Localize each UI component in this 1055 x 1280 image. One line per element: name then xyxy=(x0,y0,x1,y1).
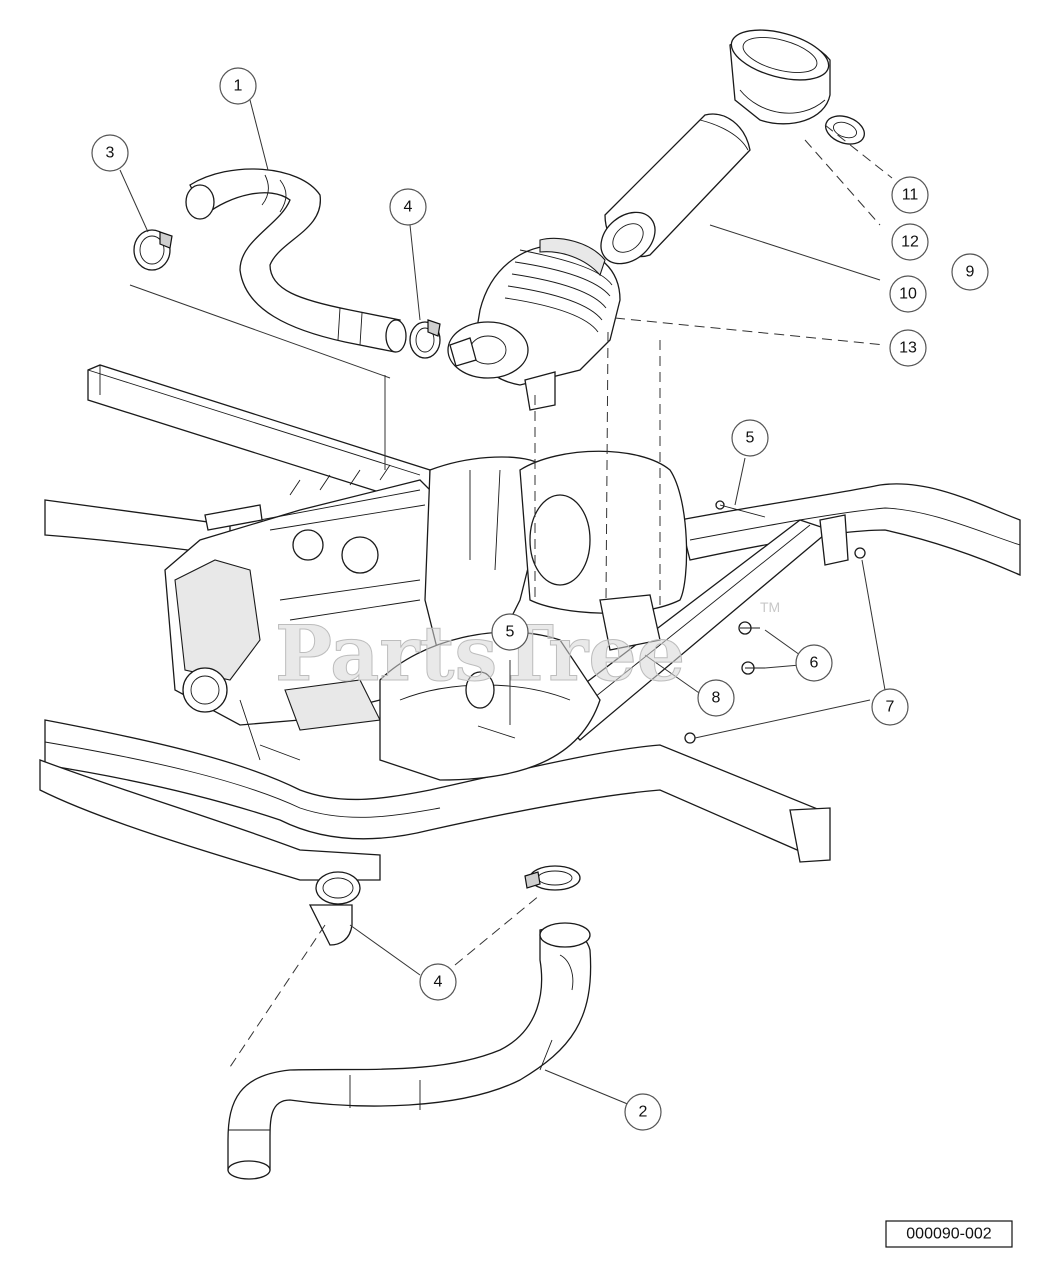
callout-6: 6 xyxy=(795,644,833,682)
diagram-reference-code: 000090-002 xyxy=(885,1220,1013,1248)
leader-lines xyxy=(119,99,893,1106)
callout-label: 4 xyxy=(434,974,443,991)
watermark-text: PartsTree xyxy=(275,609,685,698)
callout-11: 11 xyxy=(891,176,929,214)
upper-intake-hose xyxy=(185,168,407,353)
callout-7: 7 xyxy=(871,688,909,726)
reference-code-text: 000090-002 xyxy=(906,1226,992,1243)
callout-label: 1 xyxy=(234,78,243,95)
callout-label: 9 xyxy=(966,264,975,281)
callout-5-center: 5 xyxy=(491,613,529,651)
watermark-trademark: TM xyxy=(760,599,780,615)
watermark: PartsTree TM xyxy=(275,599,781,699)
callout-label: 4 xyxy=(404,199,413,216)
callout-label: 10 xyxy=(899,286,917,303)
hose-clamp-4-lower-left xyxy=(315,871,361,905)
callout-13: 13 xyxy=(889,329,927,367)
callout-3: 3 xyxy=(91,134,129,172)
callout-9: 9 xyxy=(951,253,989,291)
air-filter-element xyxy=(600,113,751,265)
callout-12: 12 xyxy=(891,223,929,261)
callout-4-lower: 4 xyxy=(419,963,457,1001)
callout-label: 5 xyxy=(746,430,755,447)
callout-4-upper: 4 xyxy=(389,188,427,226)
callout-label: 2 xyxy=(639,1104,648,1121)
callout-label: 7 xyxy=(886,699,895,716)
air-cleaner-body xyxy=(447,237,621,411)
callout-label: 5 xyxy=(506,624,515,641)
callout-1: 1 xyxy=(219,67,257,105)
callout-label: 3 xyxy=(106,145,115,162)
hose-clamp-4-upper xyxy=(409,319,441,359)
vacuator-valve xyxy=(825,115,865,145)
hose-clamp-3 xyxy=(133,229,173,271)
air-cleaner-cover xyxy=(729,29,831,125)
frame-assembly xyxy=(39,364,1021,881)
callout-10: 10 xyxy=(889,275,927,313)
hose-clamp-4-lower-right xyxy=(524,865,581,891)
lower-intake-hose xyxy=(227,904,592,1180)
callout-label: 11 xyxy=(902,187,919,204)
callout-label: 8 xyxy=(712,690,721,707)
callout-label: 12 xyxy=(901,234,919,251)
callout-label: 6 xyxy=(810,655,819,672)
hardware-bolts xyxy=(477,500,866,744)
callout-5-right: 5 xyxy=(731,419,769,457)
callout-8: 8 xyxy=(697,679,735,717)
callout-label: 13 xyxy=(899,340,917,357)
callout-2: 2 xyxy=(624,1093,662,1131)
engine-assembly xyxy=(164,464,451,761)
muffler-assembly xyxy=(379,450,688,781)
